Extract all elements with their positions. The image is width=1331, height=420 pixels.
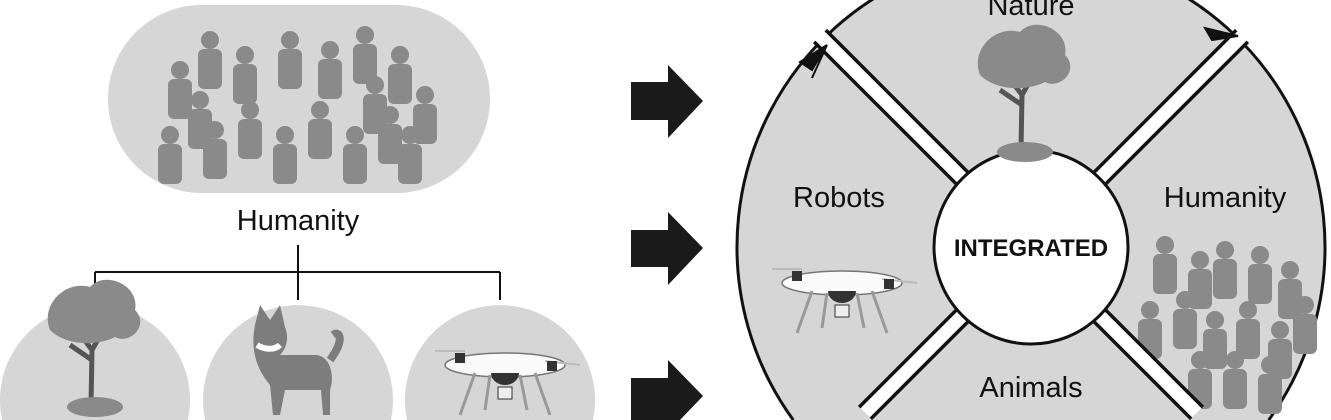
wheel-humanity-label: Humanity [1164, 182, 1287, 214]
child-label-nature: Nature [95, 416, 98, 419]
wheel-robots-label: Robots [793, 182, 885, 214]
integrated-wheel [735, 0, 1327, 420]
animals-circle [203, 305, 393, 420]
right-arrow-icon [631, 212, 703, 285]
nature-circle [0, 280, 190, 420]
arrows [631, 65, 703, 420]
cycle-arrowhead-icon [798, 44, 828, 79]
wheel-nature-label: Nature [987, 0, 1074, 22]
humanity-label: Humanity [237, 205, 360, 237]
child-label-animals: Animals [298, 416, 302, 419]
integrated-label: INTEGRATED [954, 235, 1108, 262]
child-label-robots: Robots [500, 416, 504, 419]
cycle-arrowhead-icon [1202, 26, 1239, 42]
right-arrow-icon [631, 360, 703, 420]
robots-circle [405, 305, 595, 420]
wheel-animals-label: Animals [979, 372, 1082, 404]
humanity-group-image [108, 5, 490, 193]
tree-connector [94, 245, 501, 300]
right-arrow-icon [631, 65, 703, 138]
